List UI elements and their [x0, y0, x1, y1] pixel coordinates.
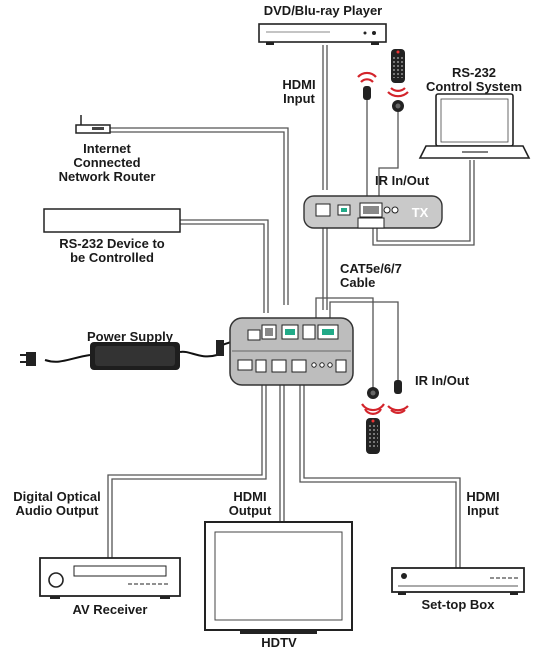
power-supply-device [20, 340, 224, 370]
remote-top [391, 49, 405, 83]
label-rs232-control: RS-232 Control System [425, 65, 523, 94]
hdmi-cable-stb-rx [299, 380, 457, 568]
settop-box-device [391, 567, 525, 595]
av-receiver-device [39, 557, 181, 599]
label-router: Internet Connected Network Router [58, 141, 156, 184]
tx-unit [303, 195, 443, 229]
label-settop-box: Set-top Box [421, 597, 495, 612]
ir-cable-top-2 [378, 112, 399, 200]
label-hdmi-input-bottom: HDMI Input [466, 489, 500, 518]
rs232-cable-control-tx [372, 160, 475, 246]
label-hdmi-input-top: HDMI Input [282, 77, 316, 106]
cables [107, 45, 475, 568]
label-hdmi-output: HDMI Output [228, 489, 272, 518]
label-rs232-device: RS-232 Device to be Controlled [59, 236, 165, 265]
label-ir-in-out-top: IR In/Out [375, 173, 430, 188]
dvd-player-device [258, 23, 387, 45]
tx-unit-label: TX [412, 205, 429, 220]
label-power-supply: Power Supply [87, 329, 173, 344]
label-dvd-player: DVD/Blu-ray Player [263, 3, 383, 18]
ir-cable-bottom-2 [329, 301, 399, 380]
hdtv-device [204, 521, 353, 634]
lan-cable-router-rx [108, 127, 289, 305]
label-hdtv: HDTV [261, 635, 297, 650]
rs232-cable-device-rx [180, 219, 269, 313]
remote-bottom [366, 418, 380, 454]
label-av-receiver: AV Receiver [72, 602, 148, 617]
label-cat-cable: CAT5e/6/7 Cable [340, 261, 402, 290]
label-ir-in-out-bottom: IR In/Out [415, 373, 470, 388]
ir-bottom-group [361, 380, 409, 454]
rx-unit [229, 317, 354, 386]
ir-cable-bottom-1 [315, 297, 374, 392]
router-device [75, 115, 111, 134]
rs232-device-box [43, 208, 181, 233]
laptop-device [418, 93, 531, 159]
ir-top-group [357, 49, 409, 112]
optical-cable [107, 380, 263, 558]
label-digital-audio: Digital Optical Audio Output [13, 489, 101, 518]
